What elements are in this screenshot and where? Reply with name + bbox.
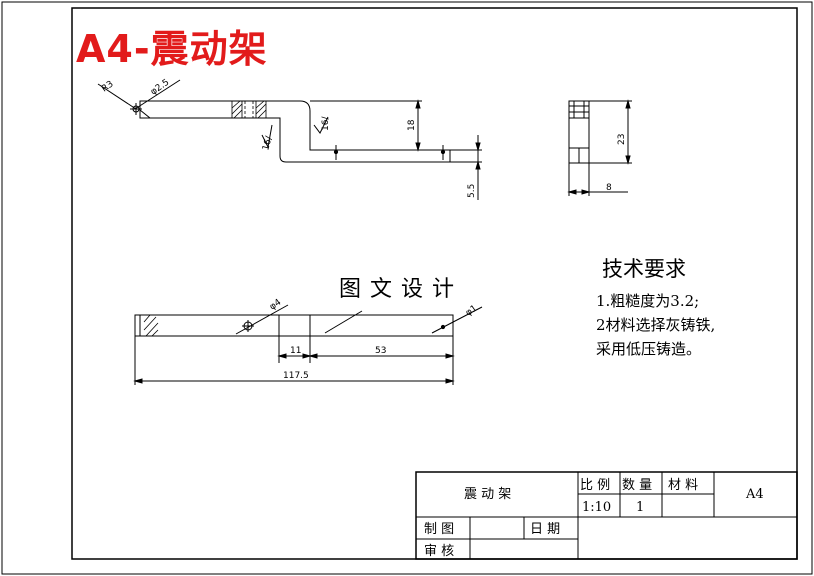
requirement-line-1: 1.粗糙度为3.2; bbox=[596, 292, 699, 310]
scale-value: 1:10 bbox=[582, 500, 611, 515]
roughness-left-label: 16/ bbox=[261, 134, 275, 152]
section-hatch bbox=[231, 100, 267, 119]
step-dim: 5.5 bbox=[467, 184, 477, 198]
front-view bbox=[97, 79, 482, 200]
span-a-dim: 11 bbox=[290, 346, 301, 356]
total-dim: 117.5 bbox=[283, 371, 309, 381]
corner-title: A4-震动架 bbox=[76, 27, 268, 71]
date-label: 日 期 bbox=[530, 522, 560, 537]
bracket-profile bbox=[139, 100, 451, 163]
span-b-dim: 53 bbox=[375, 346, 386, 356]
qty-label: 数 量 bbox=[622, 478, 652, 493]
requirement-line-2: 2材料选择灰铸铁, bbox=[596, 316, 715, 334]
qty-value: 1 bbox=[636, 500, 644, 515]
title-block bbox=[415, 471, 798, 560]
scale-label: 比 例 bbox=[580, 478, 610, 493]
top-view bbox=[133, 304, 483, 385]
roughness-right-label: 16/ bbox=[321, 116, 331, 131]
requirements-heading: 技术要求 bbox=[602, 257, 686, 281]
top-hole-b: φ1 bbox=[464, 304, 479, 319]
side-width-dim: 8 bbox=[606, 183, 612, 193]
material-label: 材 料 bbox=[668, 478, 698, 493]
top-hole-a: φ4 bbox=[268, 297, 284, 312]
sheet-size: A4 bbox=[745, 487, 764, 502]
drawn-label: 制 图 bbox=[424, 522, 454, 537]
radius-label: R3 bbox=[100, 79, 116, 94]
side-view bbox=[567, 99, 632, 196]
top-section-hatch bbox=[143, 314, 159, 337]
technical-requirements: 技术要求 1.粗糙度为3.2; 2材料选择灰铸铁, 采用低压铸造。 bbox=[596, 257, 715, 358]
side-height-dim: 23 bbox=[617, 134, 627, 145]
height-dim: 18 bbox=[407, 119, 417, 131]
hole-dia-label: φ2.5 bbox=[149, 78, 171, 98]
part-name: 震 动 架 bbox=[464, 487, 511, 502]
requirement-line-3: 采用低压铸造。 bbox=[596, 340, 701, 358]
design-label: 图 文 设 计 bbox=[339, 277, 455, 302]
checked-label: 审 核 bbox=[424, 544, 454, 559]
